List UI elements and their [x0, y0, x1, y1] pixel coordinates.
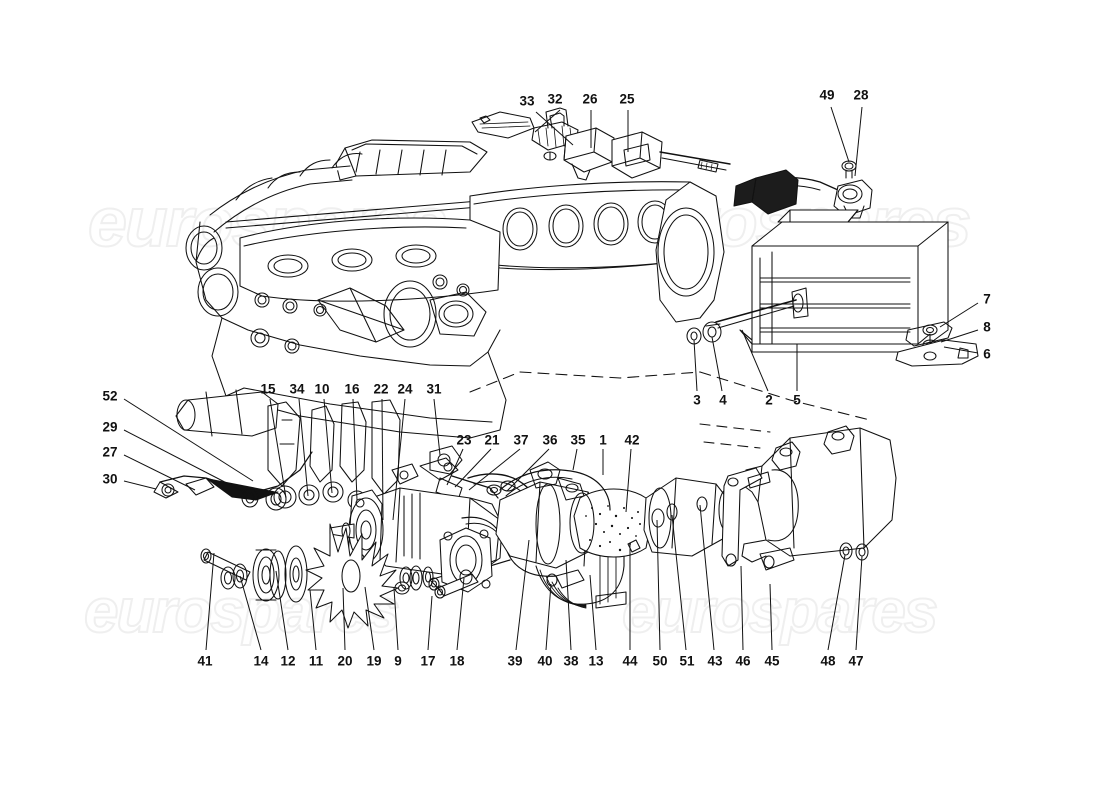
part-number-label-18: 18	[449, 653, 465, 669]
fan-pulley-group	[200, 523, 493, 629]
part-number-label-7: 7	[983, 291, 991, 307]
part-number-label-3: 3	[693, 392, 701, 408]
part-number-label-33: 33	[519, 93, 535, 109]
engine-block-group	[175, 139, 871, 533]
part-number-label-21: 21	[484, 432, 500, 448]
part-number-label-20: 20	[337, 653, 353, 669]
part-number-label-25: 25	[619, 91, 635, 107]
part-number-label-38: 38	[563, 653, 579, 669]
part-number-label-23: 23	[456, 432, 472, 448]
ignition-sensor-group	[471, 107, 731, 181]
part-number-label-13: 13	[588, 653, 604, 669]
part-number-label-29: 29	[102, 419, 118, 435]
part-number-label-31: 31	[426, 381, 442, 397]
part-number-label-24: 24	[397, 381, 413, 397]
part-number-label-27: 27	[102, 444, 118, 460]
part-number-label-32: 32	[547, 91, 563, 107]
part-number-label-30: 30	[102, 471, 118, 487]
part-number-label-48: 48	[820, 653, 836, 669]
part-number-label-4: 4	[719, 392, 727, 408]
part-number-label-36: 36	[542, 432, 558, 448]
part-number-label-49: 49	[819, 87, 835, 103]
starter-motor-group	[495, 461, 734, 609]
part-number-label-5: 5	[793, 392, 801, 408]
battery-group	[686, 209, 979, 367]
part-number-label-52: 52	[102, 388, 118, 404]
part-number-label-10: 10	[314, 381, 330, 397]
ground-strap-group	[153, 451, 313, 511]
part-number-label-51: 51	[679, 653, 695, 669]
part-number-label-47: 47	[848, 653, 864, 669]
part-number-label-19: 19	[366, 653, 382, 669]
part-number-label-39: 39	[507, 653, 523, 669]
part-number-label-16: 16	[344, 381, 360, 397]
part-number-label-43: 43	[707, 653, 723, 669]
part-number-label-9: 9	[394, 653, 402, 669]
part-number-label-2: 2	[765, 392, 773, 408]
part-number-label-1: 1	[599, 432, 607, 448]
part-number-label-26: 26	[582, 91, 598, 107]
part-number-label-41: 41	[197, 653, 213, 669]
battery-terminal-group	[733, 160, 873, 219]
part-number-label-45: 45	[764, 653, 780, 669]
part-number-label-37: 37	[513, 432, 529, 448]
part-number-label-8: 8	[983, 319, 991, 335]
part-number-label-40: 40	[537, 653, 553, 669]
part-number-label-15: 15	[260, 381, 276, 397]
part-number-label-14: 14	[253, 653, 269, 669]
part-number-label-50: 50	[652, 653, 668, 669]
part-number-label-44: 44	[622, 653, 638, 669]
part-number-label-42: 42	[624, 432, 640, 448]
part-number-label-35: 35	[570, 432, 586, 448]
part-number-label-12: 12	[280, 653, 296, 669]
heat-shield-group	[699, 423, 897, 571]
part-number-label-28: 28	[853, 87, 869, 103]
part-number-label-34: 34	[289, 381, 305, 397]
part-number-label-6: 6	[983, 346, 991, 362]
part-number-label-46: 46	[735, 653, 751, 669]
part-number-label-17: 17	[420, 653, 436, 669]
part-number-label-11: 11	[308, 653, 324, 669]
part-number-label-22: 22	[373, 381, 389, 397]
